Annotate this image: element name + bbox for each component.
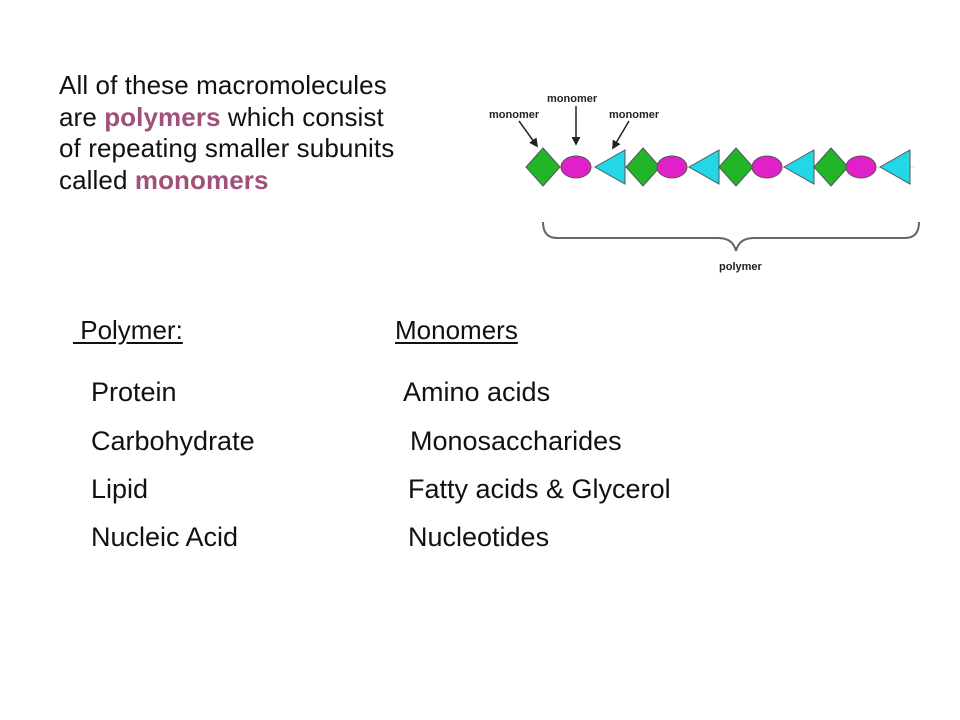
intro-line-2: are polymers which consist	[59, 102, 489, 134]
diamond-monomer	[625, 147, 661, 187]
monomer-label-top: monomer	[547, 93, 598, 105]
triangle-monomer	[593, 149, 626, 185]
diamond-monomer	[525, 147, 561, 187]
polymer-brace	[542, 221, 920, 252]
intro-paragraph: All of these macromolecules are polymers…	[59, 70, 489, 196]
ellipse-monomer	[845, 155, 877, 179]
ellipse-monomer	[656, 155, 688, 179]
intro-line-1: All of these macromolecules	[59, 70, 387, 100]
triangle-monomer	[878, 149, 911, 185]
polymer-chain-diagram: monomer monomer monomer polymer	[489, 93, 920, 273]
ellipse-monomer	[751, 155, 783, 179]
arrow-left	[518, 120, 539, 148]
intro-line-4: called monomers	[59, 165, 489, 197]
arrow-right	[612, 120, 630, 150]
diamond-monomer	[718, 147, 754, 187]
monomer-fatty-acids-glycerol: Fatty acids & Glycerol	[408, 474, 671, 504]
monomer-label-left: monomer	[489, 109, 540, 121]
monomer-chain	[525, 147, 911, 187]
intro-text: are	[59, 101, 105, 132]
polymer-lipid: Lipid	[91, 474, 149, 504]
intro-text: which consist	[220, 101, 384, 132]
ellipse-monomer	[560, 155, 592, 179]
polymers-highlight: polymers	[104, 101, 221, 132]
monomers-highlight: monomers	[134, 164, 269, 195]
intro-text: called	[59, 164, 135, 195]
intro-line-3: of repeating smaller subunits	[59, 133, 395, 163]
diamond-monomer	[813, 147, 849, 187]
polymer-protein: Protein	[91, 377, 177, 407]
polymer-label: polymer	[719, 261, 763, 273]
monomer-nucleotides: Nucleotides	[408, 522, 550, 552]
monomer-amino-acids: Amino acids	[403, 377, 551, 407]
triangle-monomer	[687, 149, 720, 185]
monomer-column-header: Monomers	[395, 315, 518, 345]
polymer-carbohydrate: Carbohydrate	[91, 426, 255, 456]
monomer-monosaccharides: Monosaccharides	[410, 426, 622, 456]
polymer-nucleic-acid: Nucleic Acid	[91, 522, 239, 552]
triangle-monomer	[782, 149, 815, 185]
polymer-column-header: Polymer:	[73, 315, 183, 345]
monomer-label-right: monomer	[609, 109, 660, 121]
